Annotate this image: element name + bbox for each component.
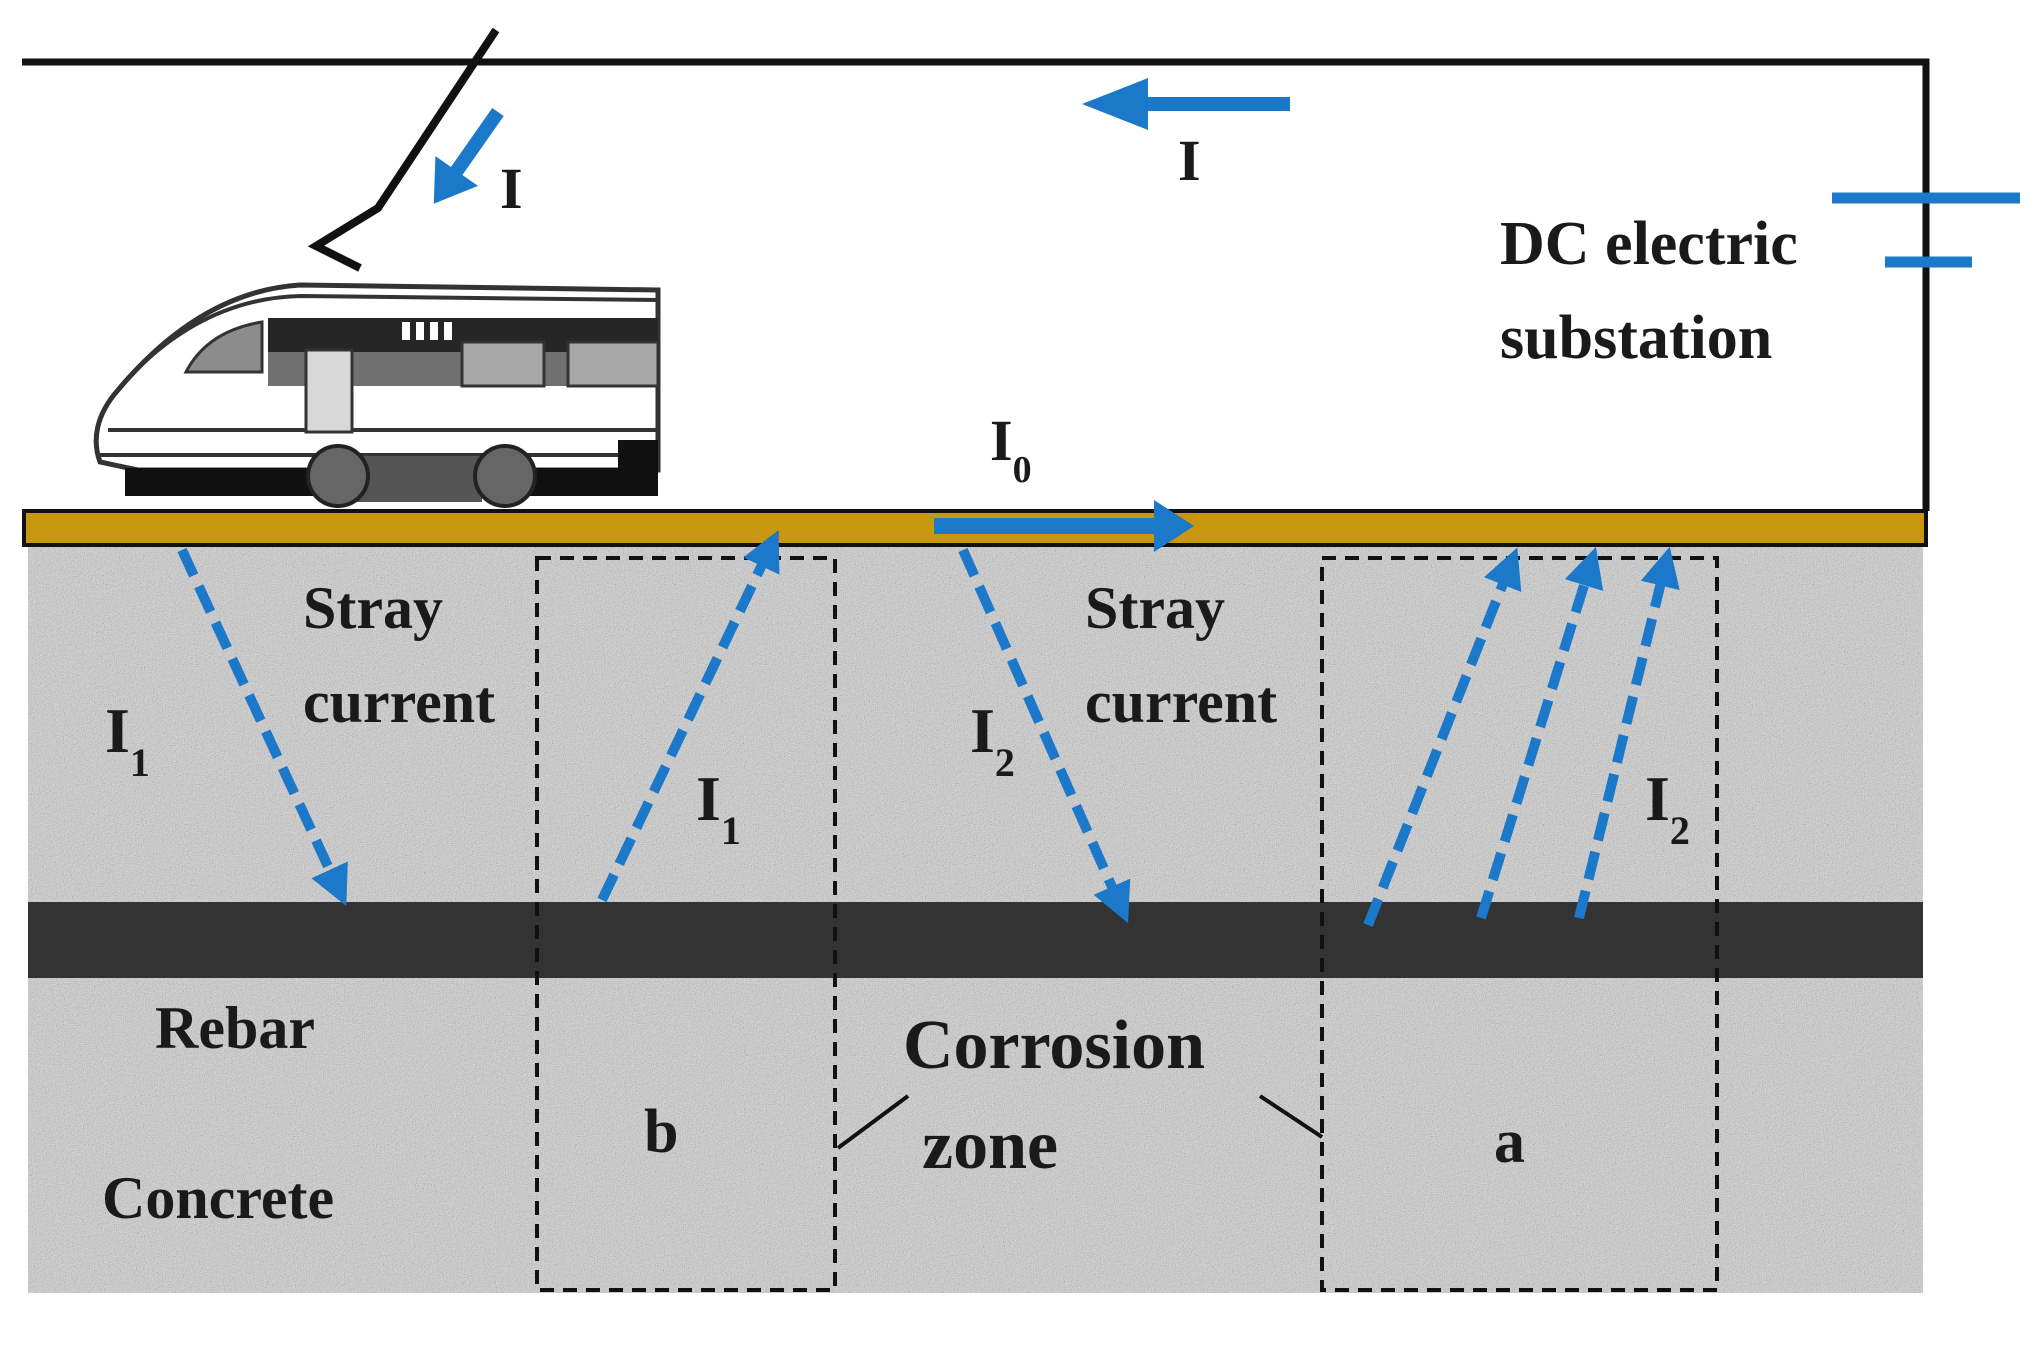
label-zone-a: a <box>1494 1108 1525 1176</box>
label-i1-zone-sub: 1 <box>721 808 741 853</box>
label-i1-left-sub: 1 <box>130 740 150 785</box>
arrow-pantograph <box>433 107 504 204</box>
label-corrosion-line1: Corrosion <box>903 1007 1205 1084</box>
label-i1-left-main: I <box>105 695 130 766</box>
arrow-top-wire <box>1082 78 1290 130</box>
train-icon <box>93 282 661 508</box>
rebar <box>28 902 1923 978</box>
arrow-rail <box>934 500 1194 552</box>
arrow-i2-up-2 <box>1476 546 1604 920</box>
label-i2-left-main: I <box>970 695 995 766</box>
arrow-i2-up-1 <box>1363 547 1522 927</box>
label-i2-zone-main: I <box>1645 763 1670 834</box>
label-current-rail: I0 <box>990 408 1032 491</box>
label-i1-zone-main: I <box>696 763 721 834</box>
label-current-top: I <box>1178 128 1201 193</box>
corrosion-zone-b <box>535 556 837 1292</box>
label-i2-zone: I2 <box>1645 763 1690 853</box>
label-i1-left: I1 <box>105 695 150 785</box>
current-arrows-solid <box>433 78 1290 552</box>
label-i2-left: I2 <box>970 695 1015 785</box>
label-stray-right-line2: current <box>1085 669 1277 735</box>
arrow-i2-up-3 <box>1574 546 1680 920</box>
overhead-wire <box>22 58 1930 511</box>
arrow-i1-down <box>177 547 348 907</box>
label-substation-line1: DC electric <box>1500 210 1798 278</box>
label-i1-zone: I1 <box>696 763 741 853</box>
label-i2-left-sub: 2 <box>995 740 1015 785</box>
label-zone-b: b <box>644 1098 678 1166</box>
arrow-i1-up <box>597 529 780 903</box>
pantograph <box>307 27 500 272</box>
label-concrete: Concrete <box>102 1165 334 1231</box>
label-current-pantograph: I <box>500 156 523 221</box>
label-current-rail-sub: 0 <box>1013 449 1032 491</box>
corrosion-leader-right <box>1258 1094 1324 1139</box>
label-stray-right-line1: Stray <box>1085 575 1225 641</box>
train-wheel-front <box>306 444 370 508</box>
label-current-rail-main: I <box>990 408 1013 473</box>
train-wheel-rear <box>473 444 537 508</box>
label-substation-line2: substation <box>1500 304 1772 372</box>
stray-current-arrows <box>177 529 1680 927</box>
arrow-i2-down <box>958 547 1131 924</box>
label-stray-left-line1: Stray <box>303 575 443 641</box>
battery-icon <box>1832 192 2020 268</box>
corrosion-leader-left <box>836 1094 910 1150</box>
label-corrosion-line2: zone <box>922 1107 1058 1184</box>
label-stray-left-line2: current <box>303 669 495 735</box>
label-rebar: Rebar <box>155 995 315 1061</box>
label-i2-zone-sub: 2 <box>1670 808 1690 853</box>
